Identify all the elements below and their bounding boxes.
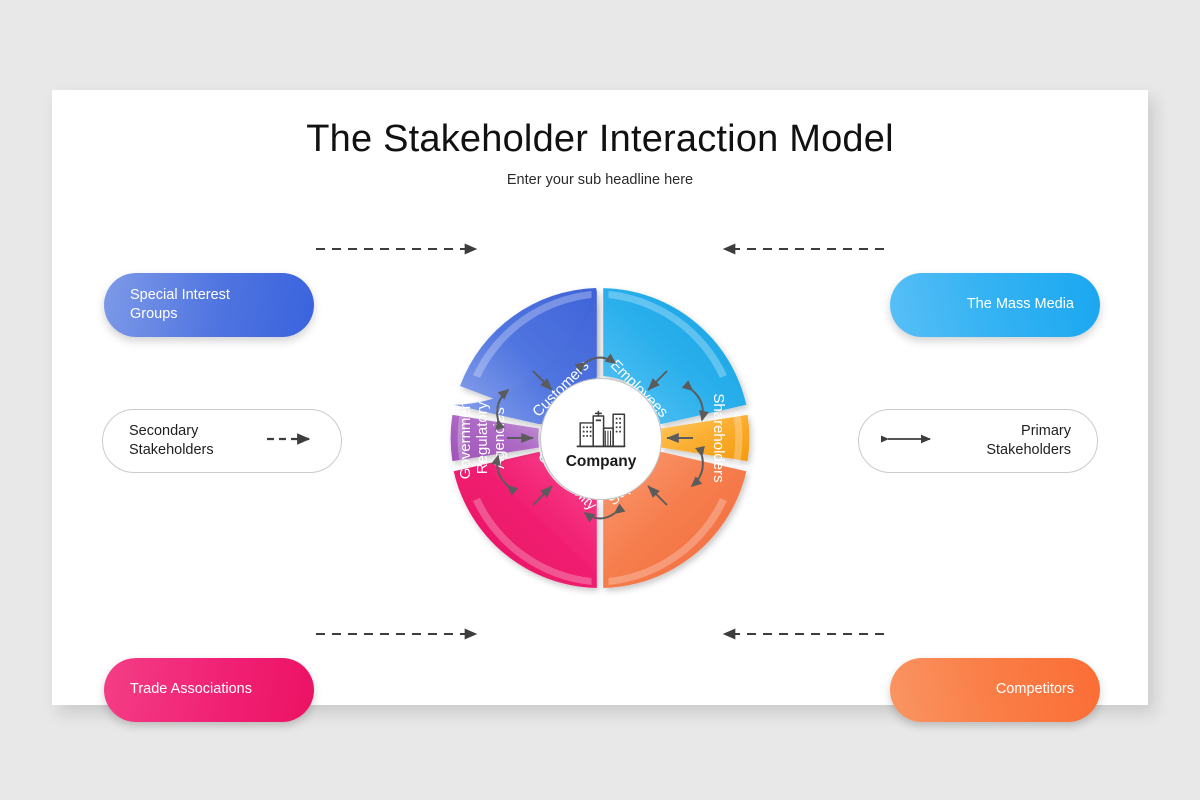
double-headed-arrow-icon [859,432,937,450]
dashed-arrow-icon [265,432,341,450]
label-special-interest-groups[interactable]: Special Interest Groups [104,273,314,337]
label-special-interest-groups-text: Special Interest Groups [130,286,230,322]
legend-secondary-stakeholders[interactable]: Secondary Stakeholders [102,409,342,473]
legend-primary-stakeholders-text: Primary Stakeholders [986,422,1071,458]
page-subtitle: Enter your sub headline here [506,172,694,188]
label-competitors-text: Competitors [995,681,1074,698]
label-the-mass-media[interactable]: The Mass Media [890,273,1100,337]
label-trade-associations[interactable]: Trade Associations [104,658,314,722]
connector-lines [316,243,884,640]
company-label: Company [565,453,637,470]
company-hub[interactable]: Company [540,378,662,500]
legend-primary-stakeholders[interactable]: Primary Stakeholders [858,409,1098,473]
label-trade-associations-text: Trade Associations [130,681,252,698]
legend-secondary-stakeholders-text: Secondary Stakeholders [129,422,214,458]
label-the-mass-media-text: The Mass Media [966,296,1074,313]
page-title: The Stakeholder Interaction Model [306,118,894,160]
slide-card: The Stakeholder Interaction Model Enter … [52,90,1148,722]
office-building-icon [576,410,626,448]
label-competitors[interactable]: Competitors [890,658,1100,722]
